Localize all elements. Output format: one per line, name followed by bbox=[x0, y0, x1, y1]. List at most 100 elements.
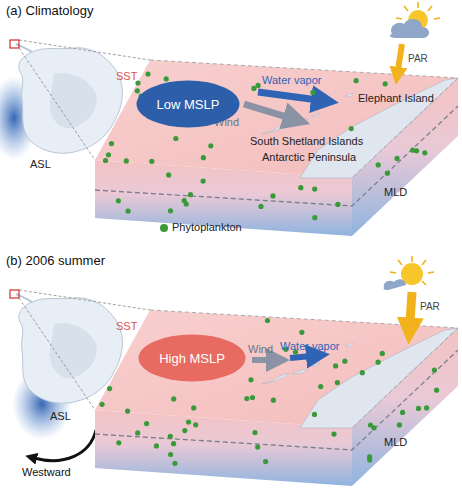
phytoplankton-dot bbox=[258, 204, 263, 209]
label: Water vapor bbox=[280, 340, 340, 353]
region-box bbox=[10, 290, 19, 298]
phytoplankton-dot bbox=[263, 459, 268, 464]
phytoplankton-dot bbox=[168, 208, 173, 213]
phytoplankton-dot bbox=[173, 136, 178, 141]
label: ASL bbox=[50, 410, 71, 423]
phytoplankton-dot bbox=[410, 148, 415, 153]
phytoplankton-dot bbox=[193, 422, 198, 427]
label: MLD bbox=[384, 436, 407, 449]
phytoplankton-dot bbox=[154, 443, 159, 448]
label: PAR bbox=[420, 300, 440, 313]
sea-surface bbox=[95, 60, 458, 178]
phytoplankton-dot bbox=[335, 202, 340, 207]
phytoplankton-dot bbox=[171, 396, 176, 401]
phytoplankton-dot bbox=[385, 171, 390, 176]
vapor-arrow bbox=[258, 92, 318, 100]
label: SST bbox=[116, 70, 137, 83]
label: PAR bbox=[408, 52, 428, 65]
phytoplankton-dot bbox=[99, 402, 104, 407]
phytoplankton-dot bbox=[116, 198, 121, 203]
cloud bbox=[384, 279, 406, 290]
par-arrow bbox=[410, 292, 412, 322]
label: SST bbox=[116, 320, 137, 333]
phytoplankton-dot bbox=[310, 90, 315, 95]
label: ASL bbox=[30, 158, 51, 171]
phytoplankton-dot bbox=[331, 432, 336, 437]
phytoplankton-dot bbox=[166, 172, 171, 177]
phytoplankton-dot bbox=[400, 410, 405, 415]
region-box bbox=[10, 40, 19, 48]
phytoplankton-dot bbox=[109, 141, 114, 146]
phytoplankton-dot bbox=[168, 434, 173, 439]
phytoplankton-dot bbox=[335, 380, 340, 385]
phytoplankton-dot bbox=[171, 441, 176, 446]
phytoplankton-dot bbox=[144, 421, 149, 426]
mld-line bbox=[95, 106, 458, 206]
phytoplankton-dot bbox=[186, 419, 191, 424]
phytoplankton-dot bbox=[244, 396, 249, 401]
antarctica-map bbox=[16, 44, 122, 153]
phytoplankton-dot bbox=[135, 88, 140, 93]
node-text: Low MSLP bbox=[157, 97, 220, 112]
phytoplankton-dot bbox=[255, 445, 260, 450]
phytoplankton-dot bbox=[182, 198, 187, 203]
cloud bbox=[390, 19, 429, 38]
phytoplankton-dot bbox=[376, 162, 381, 167]
phytoplankton-dot bbox=[250, 395, 255, 400]
phytoplankton-dot bbox=[107, 386, 112, 391]
phytoplankton-dot bbox=[103, 158, 108, 163]
phytoplankton-dot bbox=[432, 367, 437, 372]
phytoplankton-dot bbox=[191, 405, 196, 410]
phytoplankton-dot bbox=[201, 155, 206, 160]
legend-text: Phytoplankton bbox=[172, 221, 242, 234]
phytoplankton-dot bbox=[395, 156, 400, 161]
phytoplankton-dot bbox=[422, 150, 427, 155]
wind-arrow bbox=[244, 104, 290, 118]
phytoplankton-dot bbox=[106, 152, 111, 157]
phytoplankton-dot bbox=[380, 351, 385, 356]
phytoplankton-dot bbox=[188, 192, 193, 197]
phytoplankton-dot bbox=[270, 193, 275, 198]
vapor-arrow bbox=[290, 356, 312, 358]
phytoplankton-dot bbox=[424, 405, 429, 410]
phytoplankton-dot bbox=[368, 422, 373, 427]
label: Elephant Island bbox=[358, 92, 434, 105]
label: South Shetland Islands bbox=[250, 135, 363, 148]
panel-b bbox=[10, 256, 458, 486]
phytoplankton-dot bbox=[416, 406, 421, 411]
label: (b) 2006 summer bbox=[6, 254, 105, 267]
phytoplankton-dot bbox=[172, 461, 177, 466]
phytoplankton-dot bbox=[208, 143, 213, 148]
phytoplankton-dot bbox=[145, 71, 150, 76]
phytoplankton-dot bbox=[342, 359, 347, 364]
label: Wind bbox=[248, 343, 273, 356]
phytoplankton-dot bbox=[299, 330, 304, 335]
phytoplankton-dot bbox=[312, 215, 317, 220]
phytoplankton-dot bbox=[168, 452, 173, 457]
phytoplankton-dot bbox=[271, 398, 276, 403]
sea-surface bbox=[95, 310, 458, 428]
phytoplankton-dot bbox=[312, 187, 317, 192]
phytoplankton-dot bbox=[360, 370, 365, 375]
phytoplankton-dot bbox=[354, 78, 359, 83]
label: (a) Climatology bbox=[6, 4, 93, 17]
pressure-ellipse: Low MSLP bbox=[136, 80, 240, 128]
islands bbox=[262, 113, 320, 134]
phytoplankton-dot bbox=[376, 360, 381, 365]
phytoplankton-dot bbox=[252, 430, 257, 435]
phytoplankton-dot bbox=[383, 81, 388, 86]
phytoplankton-dot bbox=[318, 384, 323, 389]
phytoplankton-dot bbox=[201, 179, 206, 184]
label: Westward bbox=[22, 466, 71, 479]
pressure-ellipse: High MSLP bbox=[138, 334, 246, 382]
label: Antarctic Peninsula bbox=[262, 151, 356, 164]
phytoplankton-dot bbox=[116, 440, 121, 445]
phytoplankton-dot bbox=[333, 363, 338, 368]
label: Water vapor bbox=[262, 74, 322, 87]
phytoplankton-dot bbox=[126, 209, 131, 214]
phytoplankton-dot bbox=[124, 158, 129, 163]
phytoplankton-dot bbox=[397, 422, 402, 427]
label: MLD bbox=[384, 186, 407, 199]
phytoplankton-dot bbox=[251, 86, 256, 91]
